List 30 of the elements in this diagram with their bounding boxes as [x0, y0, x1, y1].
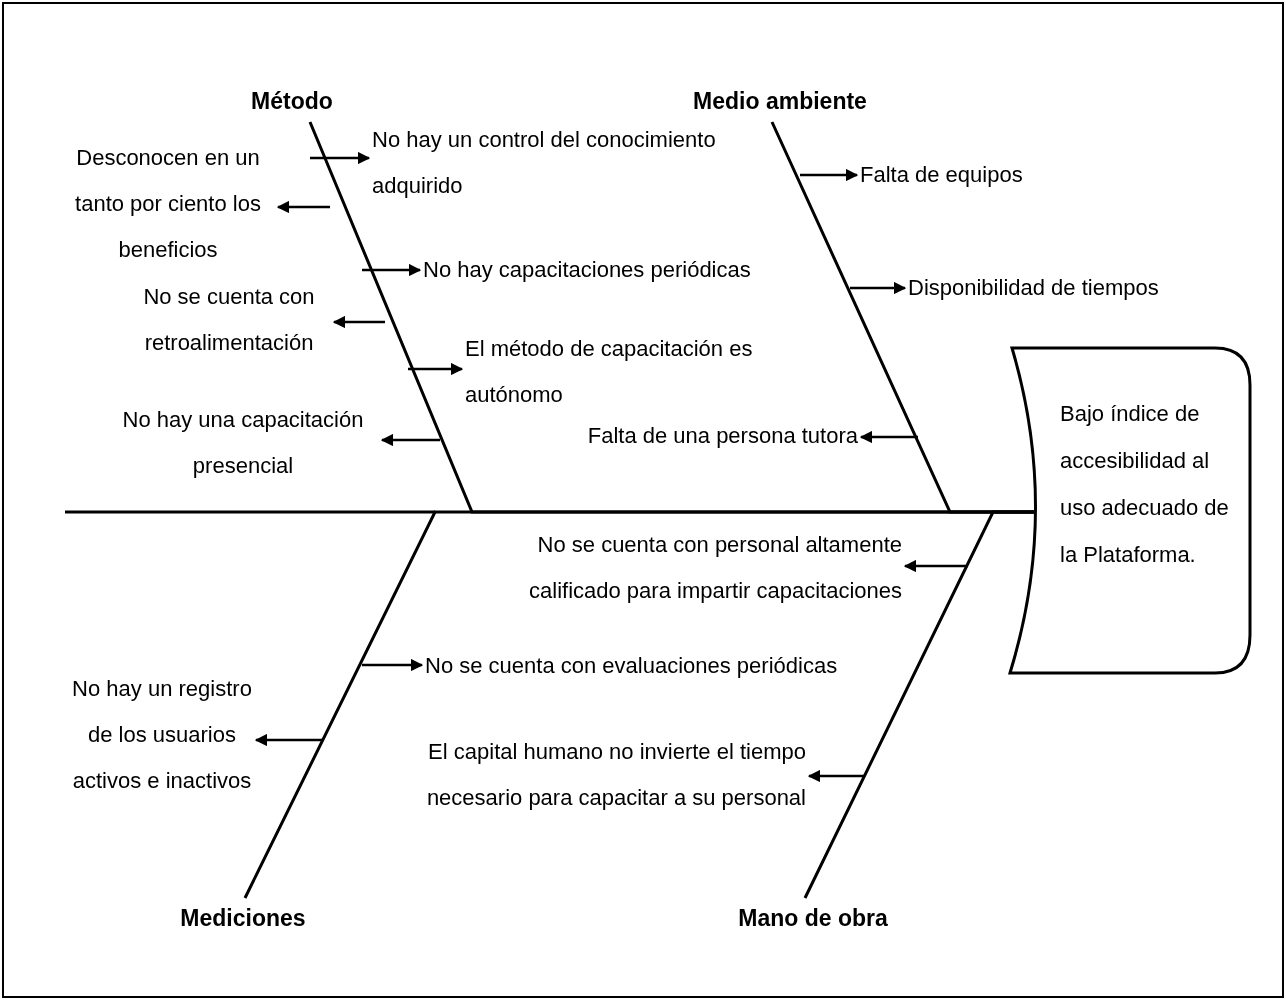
effect-text: Bajo índice de accesibilidad al uso adecuado de la Plataforma.	[1060, 400, 1230, 569]
arrow	[800, 168, 859, 182]
arrow	[362, 263, 422, 277]
arrow	[408, 362, 464, 376]
cause-text: No hay un control del conocimiento adquirido	[372, 117, 782, 209]
cause-text: Desconocen en un tanto por ciento los beneficios	[52, 135, 284, 273]
arrow	[903, 559, 968, 573]
arrow	[332, 315, 385, 329]
arrow	[276, 200, 330, 214]
cause-text: No se cuenta con retroalimentación	[118, 274, 340, 366]
cause-text: No hay una capacitación presencial	[98, 397, 388, 489]
arrow	[807, 769, 865, 783]
arrow	[859, 430, 918, 444]
arrow	[254, 733, 322, 747]
arrow	[310, 151, 371, 165]
category-label: Método	[222, 86, 362, 116]
cause-text: No se cuenta con evaluaciones periódicas	[425, 643, 905, 689]
arrow	[380, 433, 440, 447]
category-label: Mediciones	[133, 903, 353, 933]
category-label: Mano de obra	[693, 903, 933, 933]
cause-text: No hay un registro de los usuarios activos e inactivos	[62, 666, 262, 804]
cause-text: El capital humano no invierte el tiempo necesario para capacitar a su personal	[372, 729, 806, 821]
cause-text: No se cuenta con personal altamente calificado para impartir capacitaciones	[462, 522, 902, 614]
bone-line	[803, 510, 1036, 899]
category-label: Medio ambiente	[650, 86, 910, 116]
cause-text: Disponibilidad de tiempos	[908, 265, 1208, 311]
cause-text: Falta de equipos	[860, 152, 1080, 198]
arrow	[362, 658, 424, 672]
arrow	[850, 281, 907, 295]
cause-text: No hay capacitaciones periódicas	[423, 247, 823, 293]
